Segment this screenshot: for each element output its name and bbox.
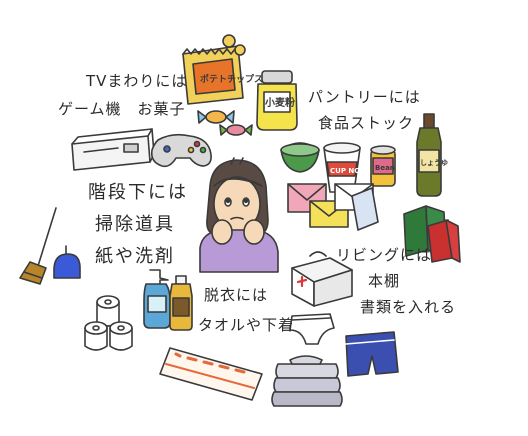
living-label-line2: 本棚: [368, 272, 401, 290]
dressing-label-line2: タオルや下着: [198, 316, 295, 334]
shorts-icon: [345, 331, 399, 377]
person-illustration: [199, 157, 279, 273]
broom-icon: [19, 207, 57, 285]
towel-icon: [159, 347, 263, 401]
dustpan-icon: [53, 245, 81, 279]
stairs-label-line2: 掃除道具: [95, 214, 175, 235]
flour-package-label: 小麦粉: [264, 96, 295, 109]
candy-icon: [197, 110, 253, 136]
pantry-label-line2: 食品ストック: [318, 114, 415, 132]
folded-clothes-icon: [271, 355, 343, 407]
potato-chips-icon: [182, 34, 246, 105]
tv-area-label-line2: ゲーム機 お菓子: [58, 100, 186, 118]
underwear-icon: [289, 313, 335, 345]
can-package-label: Bean: [375, 164, 395, 172]
bottle-icon: [416, 113, 442, 197]
flour-jar-icon: [256, 70, 298, 131]
bowl-icon: [280, 142, 320, 173]
first-aid-box-icon: [291, 251, 353, 307]
game-console-icon: [71, 128, 155, 171]
tv-area-label-line1: TVまわりには: [86, 72, 188, 90]
can-icon: [370, 145, 396, 187]
game-controller-icon: [150, 133, 212, 168]
bottle-package-label: しょうゆ: [420, 158, 448, 167]
stairs-label-line1: 階段下には: [88, 182, 188, 203]
pantry-label-line1: パントリーには: [308, 88, 421, 106]
books-icon: [403, 205, 461, 263]
living-label-line1: リビングには: [336, 246, 433, 264]
chips-package-label: ポテトチップス: [200, 73, 263, 85]
dressing-label-line1: 脱衣には: [204, 286, 269, 304]
detergent-bottle-icon: [169, 275, 193, 331]
stairs-label-line3: 紙や洗剤: [95, 246, 175, 267]
toilet-paper-icon: [84, 295, 133, 351]
envelopes-icon: [287, 183, 379, 231]
cup-noodle-icon: [323, 142, 361, 193]
cup-noodle-package-label: CUP NO: [330, 167, 360, 175]
soap-bottle-icon: [143, 269, 171, 329]
living-label-line3: 書類を入れる: [360, 298, 457, 316]
